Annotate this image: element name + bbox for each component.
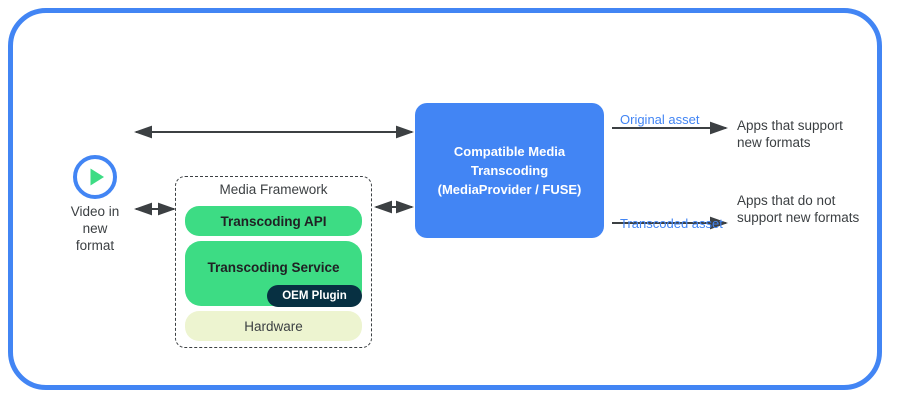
media-framework-title: Media Framework — [219, 182, 328, 197]
oem-plugin-badge[interactable]: OEM Plugin — [267, 285, 362, 307]
label-apps-that-do-not-support-new-formats: Apps that do not support new formats — [737, 193, 860, 225]
play-circle-icon — [73, 155, 117, 199]
compatible-media-transcoding-box[interactable]: Compatible Media Transcoding (MediaProvi… — [415, 103, 604, 238]
label-original-asset: Original asset — [620, 112, 700, 127]
media-framework-group — [175, 176, 372, 348]
label-transcoded-asset: Transcoded asset — [620, 216, 723, 231]
video-source-caption: Video in new format — [70, 204, 120, 253]
layer-transcoding-api[interactable]: Transcoding API — [185, 206, 362, 236]
layer-hardware[interactable]: Hardware — [185, 311, 362, 341]
label-apps-that-support-new-formats: Apps that support new formats — [737, 118, 843, 150]
